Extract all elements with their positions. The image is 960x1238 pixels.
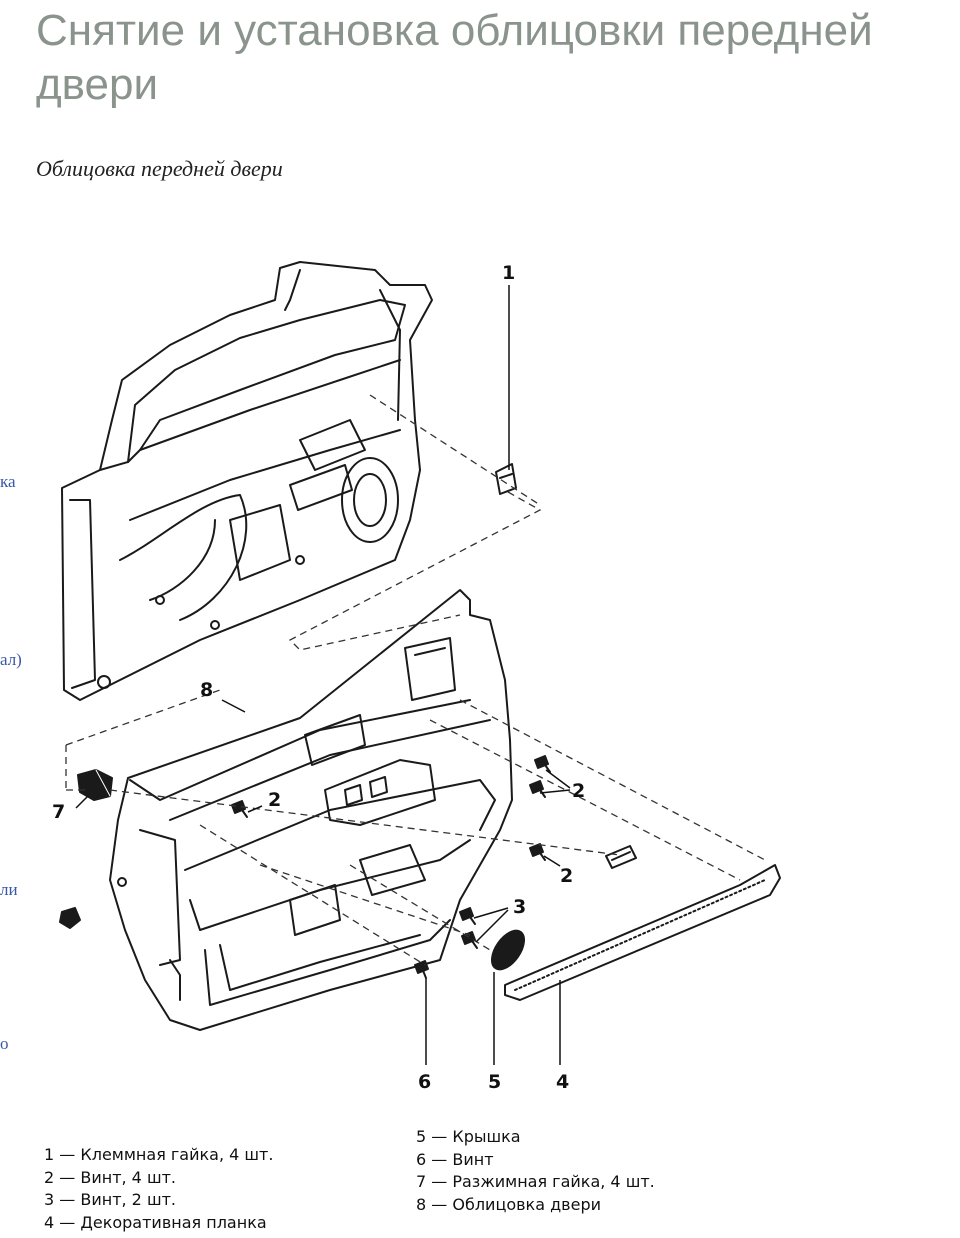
side-link-3[interactable]: ли [0,880,18,899]
callout-2-left: 2 [268,789,281,811]
legend-item: 4 — Декоративная планка [44,1212,267,1232]
side-link-2[interactable]: ал) [0,650,22,669]
page-title: Снятие и установка облицовки передней дв… [36,6,873,109]
legend-right: 5 — Крышка 6 — Винт 7 — Разжимная гайка,… [416,1126,655,1216]
screw-2-top [534,755,551,773]
legend-left: 1 — Клеммная гайка, 4 шт. 2 — Винт, 4 шт… [44,1144,273,1234]
callout-2-right: 2 [572,780,585,802]
screw-2-lower [529,843,546,861]
small-clip [605,845,637,869]
assembly-lines [65,394,766,966]
side-link-1[interactable]: ка [0,472,16,491]
legend-item: 3 — Винт, 2 шт. [44,1190,176,1209]
callout-8: 8 [200,679,213,701]
clip-nut-part [495,463,517,495]
callout-6: 6 [418,1071,431,1093]
side-link-4[interactable]: о [0,1034,9,1053]
callout-1: 1 [502,262,515,284]
legend-item: 5 — Крышка [416,1127,521,1146]
legend-item: 7 — Разжимная гайка, 4 шт. [416,1172,655,1191]
expansion-nut [77,769,113,801]
screw-2-mid [529,780,546,798]
legend-item: 2 — Винт, 4 шт. [44,1167,176,1187]
screw-2-left [231,800,248,818]
legend-item: 6 — Винт [416,1149,494,1169]
callout-4: 4 [556,1071,569,1093]
callout-3: 3 [513,896,526,918]
legend-item: 8 — Облицовка двери [416,1194,601,1214]
legend-item: 1 — Клеммная гайка, 4 шт. [44,1145,274,1164]
figure-caption: Облицовка передней двери [36,156,283,181]
decorative-strip [504,864,781,1001]
leader-lines [75,285,571,1065]
callout-7: 7 [52,801,65,823]
screw-3-a [459,907,476,925]
screw-6 [414,960,429,979]
door-frame [61,261,433,701]
spare-nut [59,907,81,929]
cover-cap [491,929,525,971]
callout-2-lower: 2 [560,865,573,887]
door-trim-panel [109,589,513,1031]
callout-5: 5 [488,1071,501,1093]
